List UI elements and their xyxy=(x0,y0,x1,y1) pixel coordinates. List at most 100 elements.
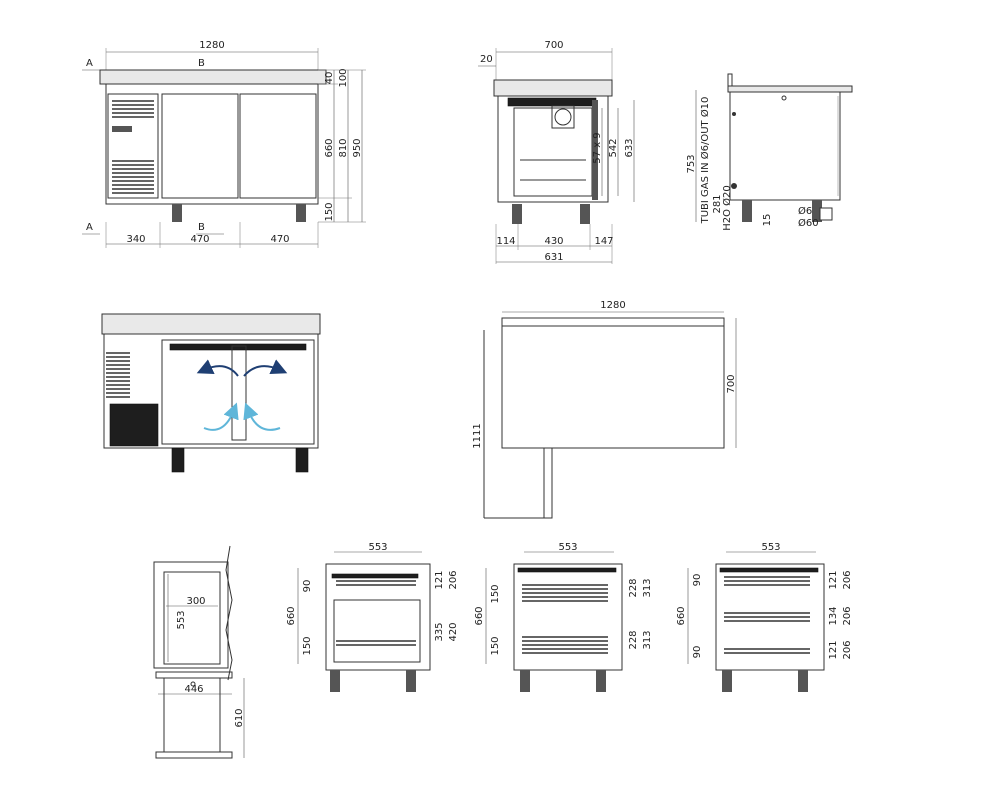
back-body xyxy=(729,91,841,201)
compressor-panel xyxy=(107,93,159,199)
top-view: 1280 700 1111 xyxy=(472,300,737,519)
dim-total-height: 950 xyxy=(352,138,363,157)
door-opening xyxy=(163,571,221,665)
cfg1-r3: 335 xyxy=(434,622,445,641)
cfg3-body xyxy=(715,563,825,671)
back-leg-front xyxy=(742,200,752,222)
dim-back-height: 753 xyxy=(686,154,697,173)
dim-door1-width: 470 xyxy=(190,234,209,245)
cfg1-body xyxy=(325,563,431,671)
dim-door2-width: 470 xyxy=(270,234,289,245)
airflow-top-evaporator xyxy=(169,343,307,351)
cfg2-r1: 228 xyxy=(628,578,639,597)
back-view: 753 TUBI GAS IN Ø6/OUT Ø10 281 H2O Ø20 1… xyxy=(686,73,853,231)
label-h2o: H2O Ø20 xyxy=(721,185,733,231)
cfg1-r2: 206 xyxy=(448,570,459,589)
control-panel xyxy=(112,126,132,132)
dim-inner-width: 430 xyxy=(544,236,563,247)
dim-leg-height: 150 xyxy=(324,202,335,221)
cfg3-drawer-3 xyxy=(724,646,810,656)
cfg3-r5: 121 xyxy=(828,640,839,659)
cfg3-r3: 134 xyxy=(828,606,839,625)
dim-top-total-depth: 1111 xyxy=(472,423,483,448)
cfg2-r3: 228 xyxy=(628,630,639,649)
side-view: 700 20 57 x 9 542 633 114 430 147 631 xyxy=(478,40,635,264)
section-a-bottom-label: A xyxy=(86,222,93,233)
cfg2-r4: 313 xyxy=(642,630,653,649)
dim-overhang: 20 xyxy=(480,54,493,65)
config-three-drawers: 553 660 90 90 121 206 134 206 121 206 xyxy=(676,542,853,692)
airflow-arrow-right-return xyxy=(243,402,281,431)
dim-overall-width: 1280 xyxy=(199,40,224,51)
airflow-upper-grill xyxy=(106,350,130,400)
back-leg-back xyxy=(812,200,822,222)
cfg3-d1: 90 xyxy=(692,574,703,587)
open-door-projection xyxy=(543,447,553,519)
config-two-drawers: 553 660 150 150 228 313 228 313 xyxy=(474,542,653,692)
cfg2-d2: 150 xyxy=(490,636,501,655)
dim-top-thickness: 40 xyxy=(324,72,335,85)
dim-dia-large: Ø60 xyxy=(798,217,819,229)
worktop xyxy=(99,69,327,85)
cfg2-r2: 313 xyxy=(642,578,653,597)
dim-drain-height: 281 xyxy=(712,194,723,213)
dim-rail-spec: 57 x 9 xyxy=(592,132,603,163)
dim-compartment-width: 340 xyxy=(126,234,145,245)
dim-depth: 700 xyxy=(544,40,563,51)
cfg2-width: 553 xyxy=(558,542,577,553)
dim-rail-height: 542 xyxy=(608,138,619,157)
fan-icon xyxy=(554,108,572,126)
config-drawers-doors: 553 660 90 150 121 206 335 420 xyxy=(286,542,459,692)
airflow-view xyxy=(101,313,321,473)
dim-door-height: 660 xyxy=(324,138,335,157)
cfg2-drawer-top xyxy=(522,584,608,602)
side-worktop xyxy=(493,79,613,97)
cfg3-r4: 206 xyxy=(842,606,853,625)
cfg3-r1: 121 xyxy=(828,570,839,589)
cfg3-total: 660 xyxy=(676,606,687,625)
break-line xyxy=(225,545,233,681)
section-b-bottom-label: B xyxy=(198,222,205,233)
dim-top-view-depth: 700 xyxy=(726,374,737,393)
cfg2-body xyxy=(513,563,623,671)
door-base xyxy=(155,751,233,759)
leg-left xyxy=(172,204,182,222)
side-leg-back xyxy=(580,204,590,224)
lower-grill xyxy=(112,160,154,194)
cfg3-drawer-1 xyxy=(724,576,810,586)
airflow-arrow-left-up xyxy=(196,359,239,377)
section-b-top-label: B xyxy=(198,58,205,69)
airflow-leg-right xyxy=(295,447,309,473)
dim-front-offset: 114 xyxy=(496,236,515,247)
side-leg-front xyxy=(512,204,522,224)
door-frame xyxy=(153,561,229,669)
side-body xyxy=(497,95,609,203)
front-view: 1280 A B A B 340 470 470 40 1 xyxy=(82,40,366,248)
airflow-compartment xyxy=(161,339,315,445)
dim-inner-depth: 631 xyxy=(544,252,563,263)
side-door-edge xyxy=(592,100,598,200)
cfg1-d2: 150 xyxy=(302,636,313,655)
airflow-arrow-right-up xyxy=(243,359,288,377)
cfg1-r4: 420 xyxy=(448,622,459,641)
leg-right xyxy=(296,204,306,222)
airflow-body xyxy=(103,333,319,449)
airflow-worktop xyxy=(101,313,321,335)
door-sill xyxy=(155,671,233,679)
top-view-outline xyxy=(501,317,725,449)
door-left xyxy=(161,93,239,199)
airflow-center-fan xyxy=(231,345,247,441)
cfg3-r6: 206 xyxy=(842,640,853,659)
dim-door-outer-width: 446 xyxy=(184,684,203,695)
section-a-top-label: A xyxy=(86,58,93,69)
cfg2-d1: 150 xyxy=(490,584,501,603)
dim-body-height: 810 xyxy=(338,138,349,157)
dim-inner-height: 633 xyxy=(624,138,635,157)
compressor-block xyxy=(109,403,159,447)
cfg2-drawer-bottom xyxy=(522,636,608,654)
label-tubi-gas: TUBI GAS IN Ø6/OUT Ø10 xyxy=(699,97,711,225)
dim-top-height: 100 xyxy=(338,68,349,87)
cfg1-d1: 90 xyxy=(302,580,313,593)
dim-dia-small: Ø6 xyxy=(798,205,812,217)
